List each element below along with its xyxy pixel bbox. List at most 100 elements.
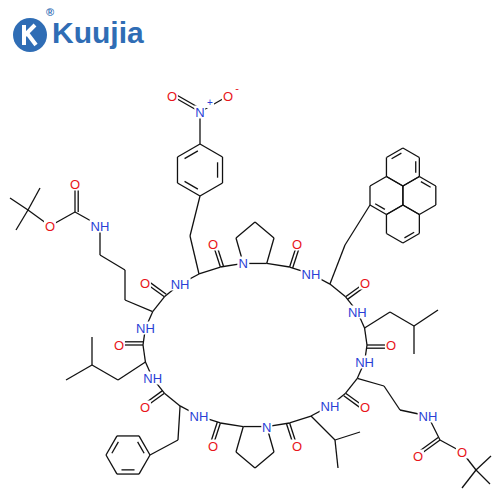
bond-line <box>177 157 178 183</box>
bond-line <box>222 157 223 183</box>
bond-line <box>415 161 416 172</box>
bond-line <box>476 470 490 484</box>
bond-line <box>419 177 435 187</box>
bond-line <box>290 416 311 423</box>
atom-label: NH <box>135 321 156 334</box>
atom-label: O <box>69 178 81 191</box>
bond-line <box>414 310 438 326</box>
bond-line <box>311 416 335 440</box>
watermark-brand: Kuujia <box>52 18 144 48</box>
atom-label: NH <box>418 410 439 423</box>
atom-label: NH <box>142 372 163 385</box>
bond-line <box>386 215 387 234</box>
bond-line <box>365 312 390 328</box>
bond-line <box>112 442 119 453</box>
bond-line <box>139 455 150 474</box>
bond-line <box>419 205 435 215</box>
bond-line <box>421 182 431 188</box>
bond-line <box>100 255 125 270</box>
atom-label: O <box>207 439 219 452</box>
bond-line <box>370 177 386 187</box>
bond-line <box>335 432 360 440</box>
bond-line <box>178 406 180 440</box>
atom-label: O <box>456 446 468 459</box>
bond-line <box>403 177 419 187</box>
bond-line <box>92 365 118 380</box>
atom-label: NH <box>170 278 191 291</box>
bond-line <box>117 473 139 474</box>
bond-line <box>384 386 400 410</box>
bond-line <box>403 234 419 244</box>
bond-line <box>125 300 153 312</box>
atom-label: O <box>166 90 178 103</box>
bond-line <box>419 158 420 177</box>
bond-line <box>177 183 200 196</box>
bond-line <box>390 312 414 326</box>
bond-line <box>386 158 387 177</box>
bond-line <box>121 469 134 470</box>
bond-line <box>413 326 414 354</box>
bond-line <box>200 183 223 196</box>
bond-line <box>117 435 139 436</box>
atom-label: O <box>139 276 151 289</box>
bond-line <box>375 204 385 210</box>
bond-line <box>403 148 419 158</box>
bond-line <box>255 452 274 468</box>
bond-line <box>28 188 40 210</box>
bond-line <box>190 196 200 236</box>
bond-line <box>91 337 92 365</box>
logo-badge <box>13 18 47 52</box>
bond-line <box>10 198 28 210</box>
bond-line <box>462 470 476 488</box>
bond-line <box>185 181 198 189</box>
bond-line <box>330 245 345 284</box>
atom-label: - <box>234 83 240 94</box>
atom-label: N <box>194 106 205 119</box>
bond-line <box>267 263 290 267</box>
bond-line <box>386 177 402 187</box>
atom-label: O <box>222 90 234 103</box>
registered-mark: ® <box>46 7 54 18</box>
bond-line <box>236 427 243 452</box>
bond-line <box>139 436 150 455</box>
bond-line <box>153 297 165 312</box>
atom-label: O <box>359 401 371 414</box>
bond-line <box>370 205 386 215</box>
atom-label: O <box>113 339 125 352</box>
bond-line <box>386 205 402 215</box>
bond-line <box>199 267 220 274</box>
bond-line <box>236 222 255 238</box>
bond-line <box>164 393 180 406</box>
atom-label: O <box>291 238 303 251</box>
bond-line <box>403 205 419 215</box>
bond-line <box>365 328 367 345</box>
atom-label: O <box>207 238 219 251</box>
bond-line <box>66 365 92 380</box>
bond-line <box>386 234 402 244</box>
atom-label: N <box>261 420 272 433</box>
atom-label: O <box>139 401 151 414</box>
bond-line <box>386 148 402 158</box>
bond-line <box>346 378 358 393</box>
atom-label: O <box>412 450 424 463</box>
bond-line <box>335 440 338 468</box>
bond-line <box>476 456 491 470</box>
bond-line <box>16 210 28 230</box>
atom-label: NH <box>90 220 111 233</box>
atom-label: O <box>44 220 56 233</box>
bond-line <box>143 345 145 362</box>
atom-label: NH <box>301 267 322 280</box>
bond-line <box>330 284 346 297</box>
bond-line <box>403 205 419 215</box>
bond-line <box>435 186 436 205</box>
atom-label: O <box>385 339 397 352</box>
atom-label: + <box>206 98 214 108</box>
bond-line <box>392 153 402 159</box>
logo-glyph <box>24 25 36 45</box>
bond-line <box>177 144 200 157</box>
bond-line <box>386 177 402 187</box>
bond-line <box>220 423 243 427</box>
bond-line <box>267 238 274 263</box>
atom-label: NH <box>189 410 210 423</box>
